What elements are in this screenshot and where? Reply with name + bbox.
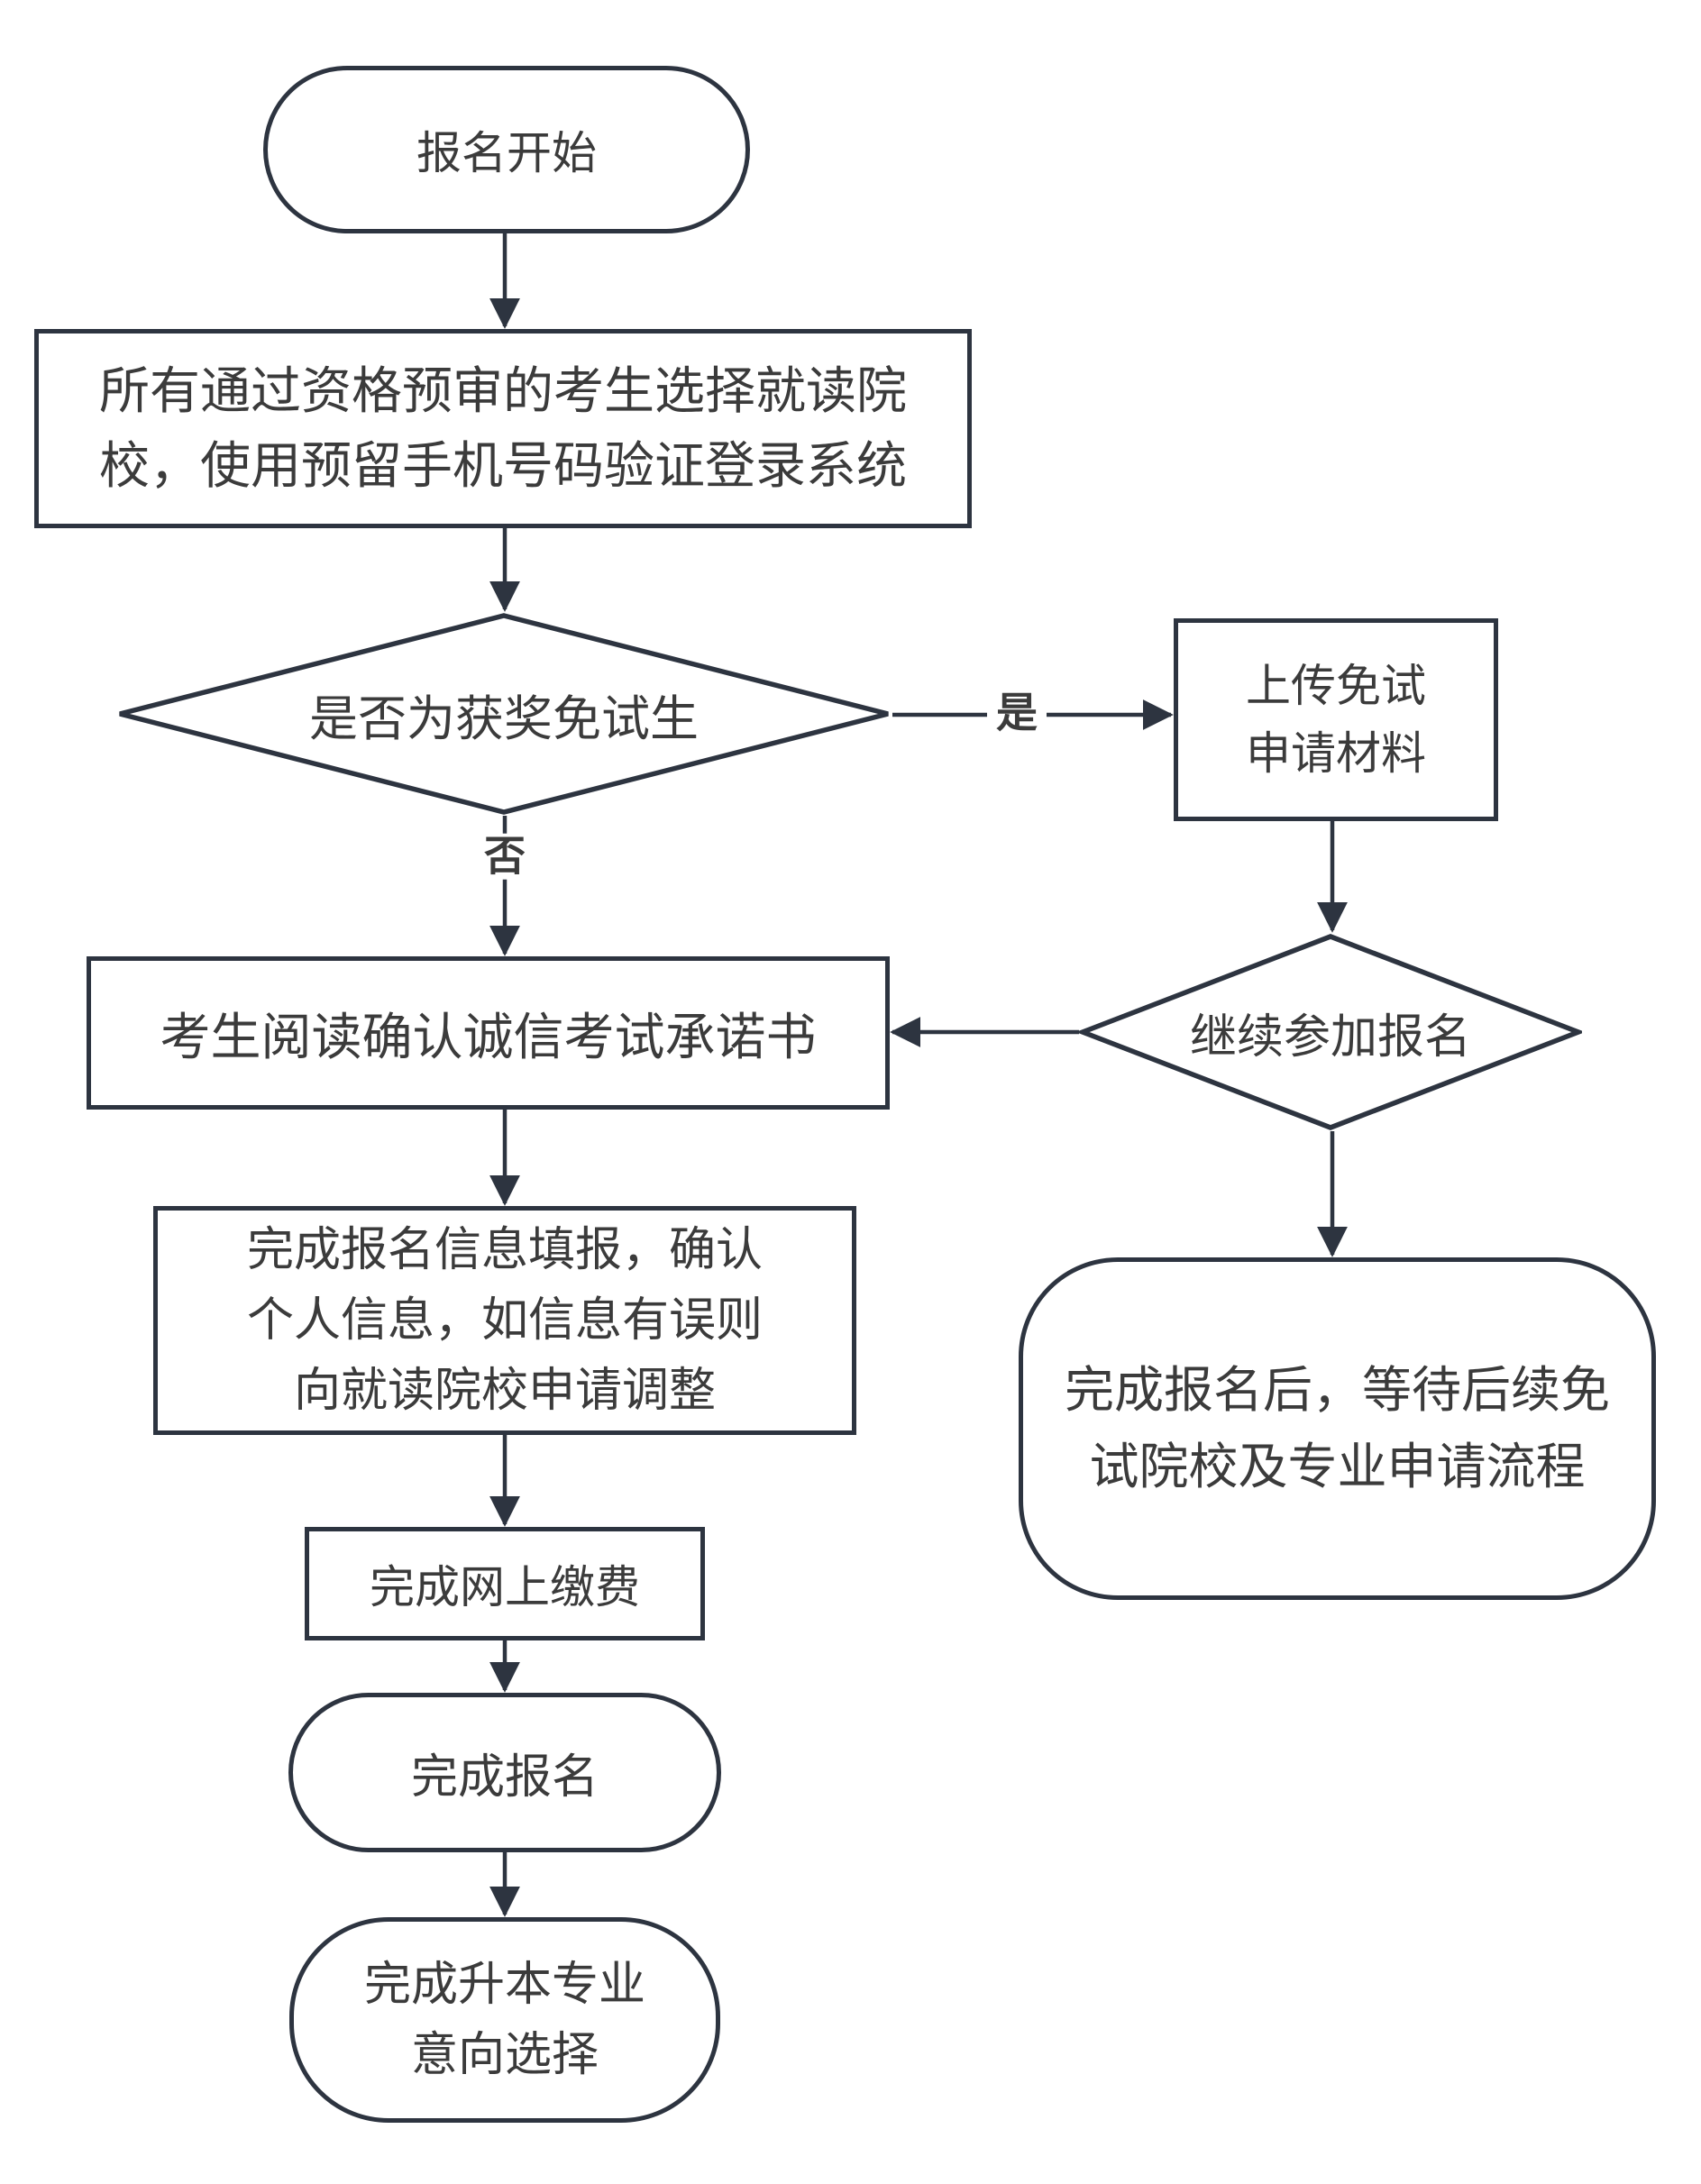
node-registration-done-terminator: 完成报名 bbox=[288, 1693, 721, 1852]
edge-label-yes: 是 bbox=[987, 690, 1047, 736]
node-continue-registration-decision: 继续参加报名 bbox=[1079, 933, 1582, 1131]
node-award-exemption-decision: 是否为获奖免试生 bbox=[116, 612, 892, 816]
node-upload-materials-process: 上传免试 申请材料 bbox=[1174, 618, 1498, 821]
node-start-terminator: 报名开始 bbox=[263, 66, 750, 233]
diamond-outline bbox=[1079, 934, 1582, 1130]
diamond-outline bbox=[119, 613, 889, 815]
decision-diamond-shape bbox=[119, 613, 889, 815]
node-commitment-letter-process: 考生阅读确认诚信考试承诺书 bbox=[87, 956, 890, 1110]
node-online-payment-process: 完成网上缴费 bbox=[305, 1527, 705, 1640]
node-major-intent-terminator: 完成升本专业 意向选择 bbox=[289, 1917, 720, 2123]
edge-label-no: 否 bbox=[475, 834, 535, 880]
node-fill-info-process: 完成报名信息填报，确认 个人信息，如信息有误则 向就读院校申请调整 bbox=[153, 1206, 856, 1435]
decision-diamond-shape bbox=[1079, 934, 1582, 1130]
node-select-school-process: 所有通过资格预审的考生选择就读院 校，使用预留手机号码验证登录系统 bbox=[34, 329, 972, 528]
decision-label: 继续参加报名 bbox=[1189, 1010, 1471, 1064]
node-wait-followup-terminator: 完成报名后，等待后续免 试院校及专业申请流程 bbox=[1019, 1257, 1656, 1600]
decision-label: 是否为获奖免试生 bbox=[309, 691, 699, 746]
